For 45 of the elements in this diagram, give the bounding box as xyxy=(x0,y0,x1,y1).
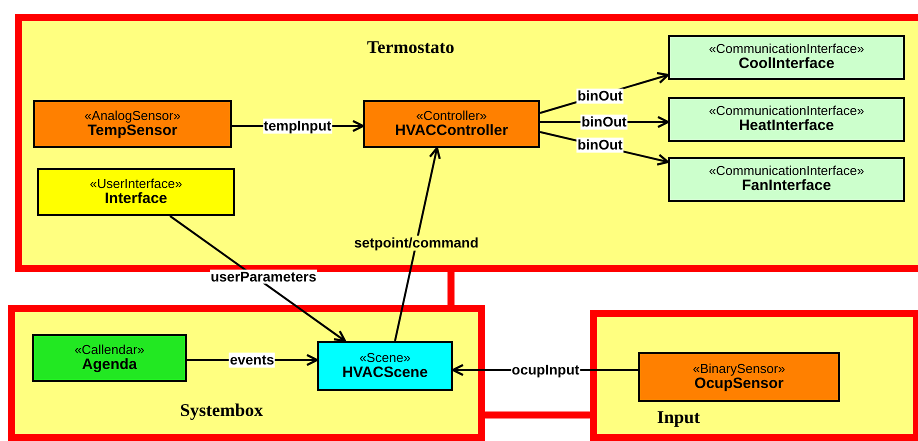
package-title: Systembox xyxy=(180,400,264,421)
class-name: HeatInterface xyxy=(738,118,834,135)
stereotype-label: «CommunicationInterface» xyxy=(708,104,864,118)
arrow xyxy=(394,146,441,342)
stereotype-label: «UserInterface» xyxy=(90,176,182,191)
stereotype-label: «Controller» xyxy=(416,108,487,123)
package-frame xyxy=(15,14,918,272)
class-name: Interface xyxy=(104,190,168,208)
interface-box xyxy=(668,97,905,142)
package-title: Termostato xyxy=(367,37,454,58)
sensor-box xyxy=(638,352,840,402)
stereotype-label: «BinarySensor» xyxy=(692,362,786,376)
edge-label: setpoint/command xyxy=(353,236,480,250)
stereotype-label: «AnalogSensor» xyxy=(84,108,181,123)
stereotype-label: «Scene» xyxy=(359,350,411,365)
edge-label: userParameters xyxy=(210,269,318,284)
edge-label: binOut xyxy=(576,138,624,152)
class-name: Agenda xyxy=(82,356,137,374)
class-name: OcupSensor xyxy=(694,376,784,392)
package-frame xyxy=(8,305,485,441)
stereotype-label: «CommunicationInterface» xyxy=(708,42,864,56)
interface-box xyxy=(37,168,235,216)
package-title: Input xyxy=(657,407,700,428)
edge-label: ocupInput xyxy=(510,362,580,378)
calendar-box xyxy=(32,334,187,382)
connector-bar xyxy=(485,412,590,418)
controller-box xyxy=(363,100,540,148)
package-frame xyxy=(590,310,918,441)
class-name: FanInterface xyxy=(742,178,832,195)
class-name: TempSensor xyxy=(88,122,178,140)
scene-box xyxy=(317,341,453,391)
stereotype-label: «CommunicationInterface» xyxy=(708,164,864,178)
class-name: HVACScene xyxy=(342,364,428,382)
class-name: CoolInterface xyxy=(738,56,834,73)
edge-label: binOut xyxy=(580,114,628,130)
stereotype-label: «Callendar» xyxy=(74,342,145,357)
connector-bar xyxy=(448,272,454,305)
edge-label: binOut xyxy=(576,88,624,104)
sensor-box xyxy=(33,100,232,148)
class-name: HVACController xyxy=(394,122,508,140)
edge-label: events xyxy=(228,352,276,368)
arrow xyxy=(169,215,346,342)
edge-label: tempInput xyxy=(262,118,332,134)
interface-box xyxy=(668,35,905,80)
interface-box xyxy=(668,157,905,202)
